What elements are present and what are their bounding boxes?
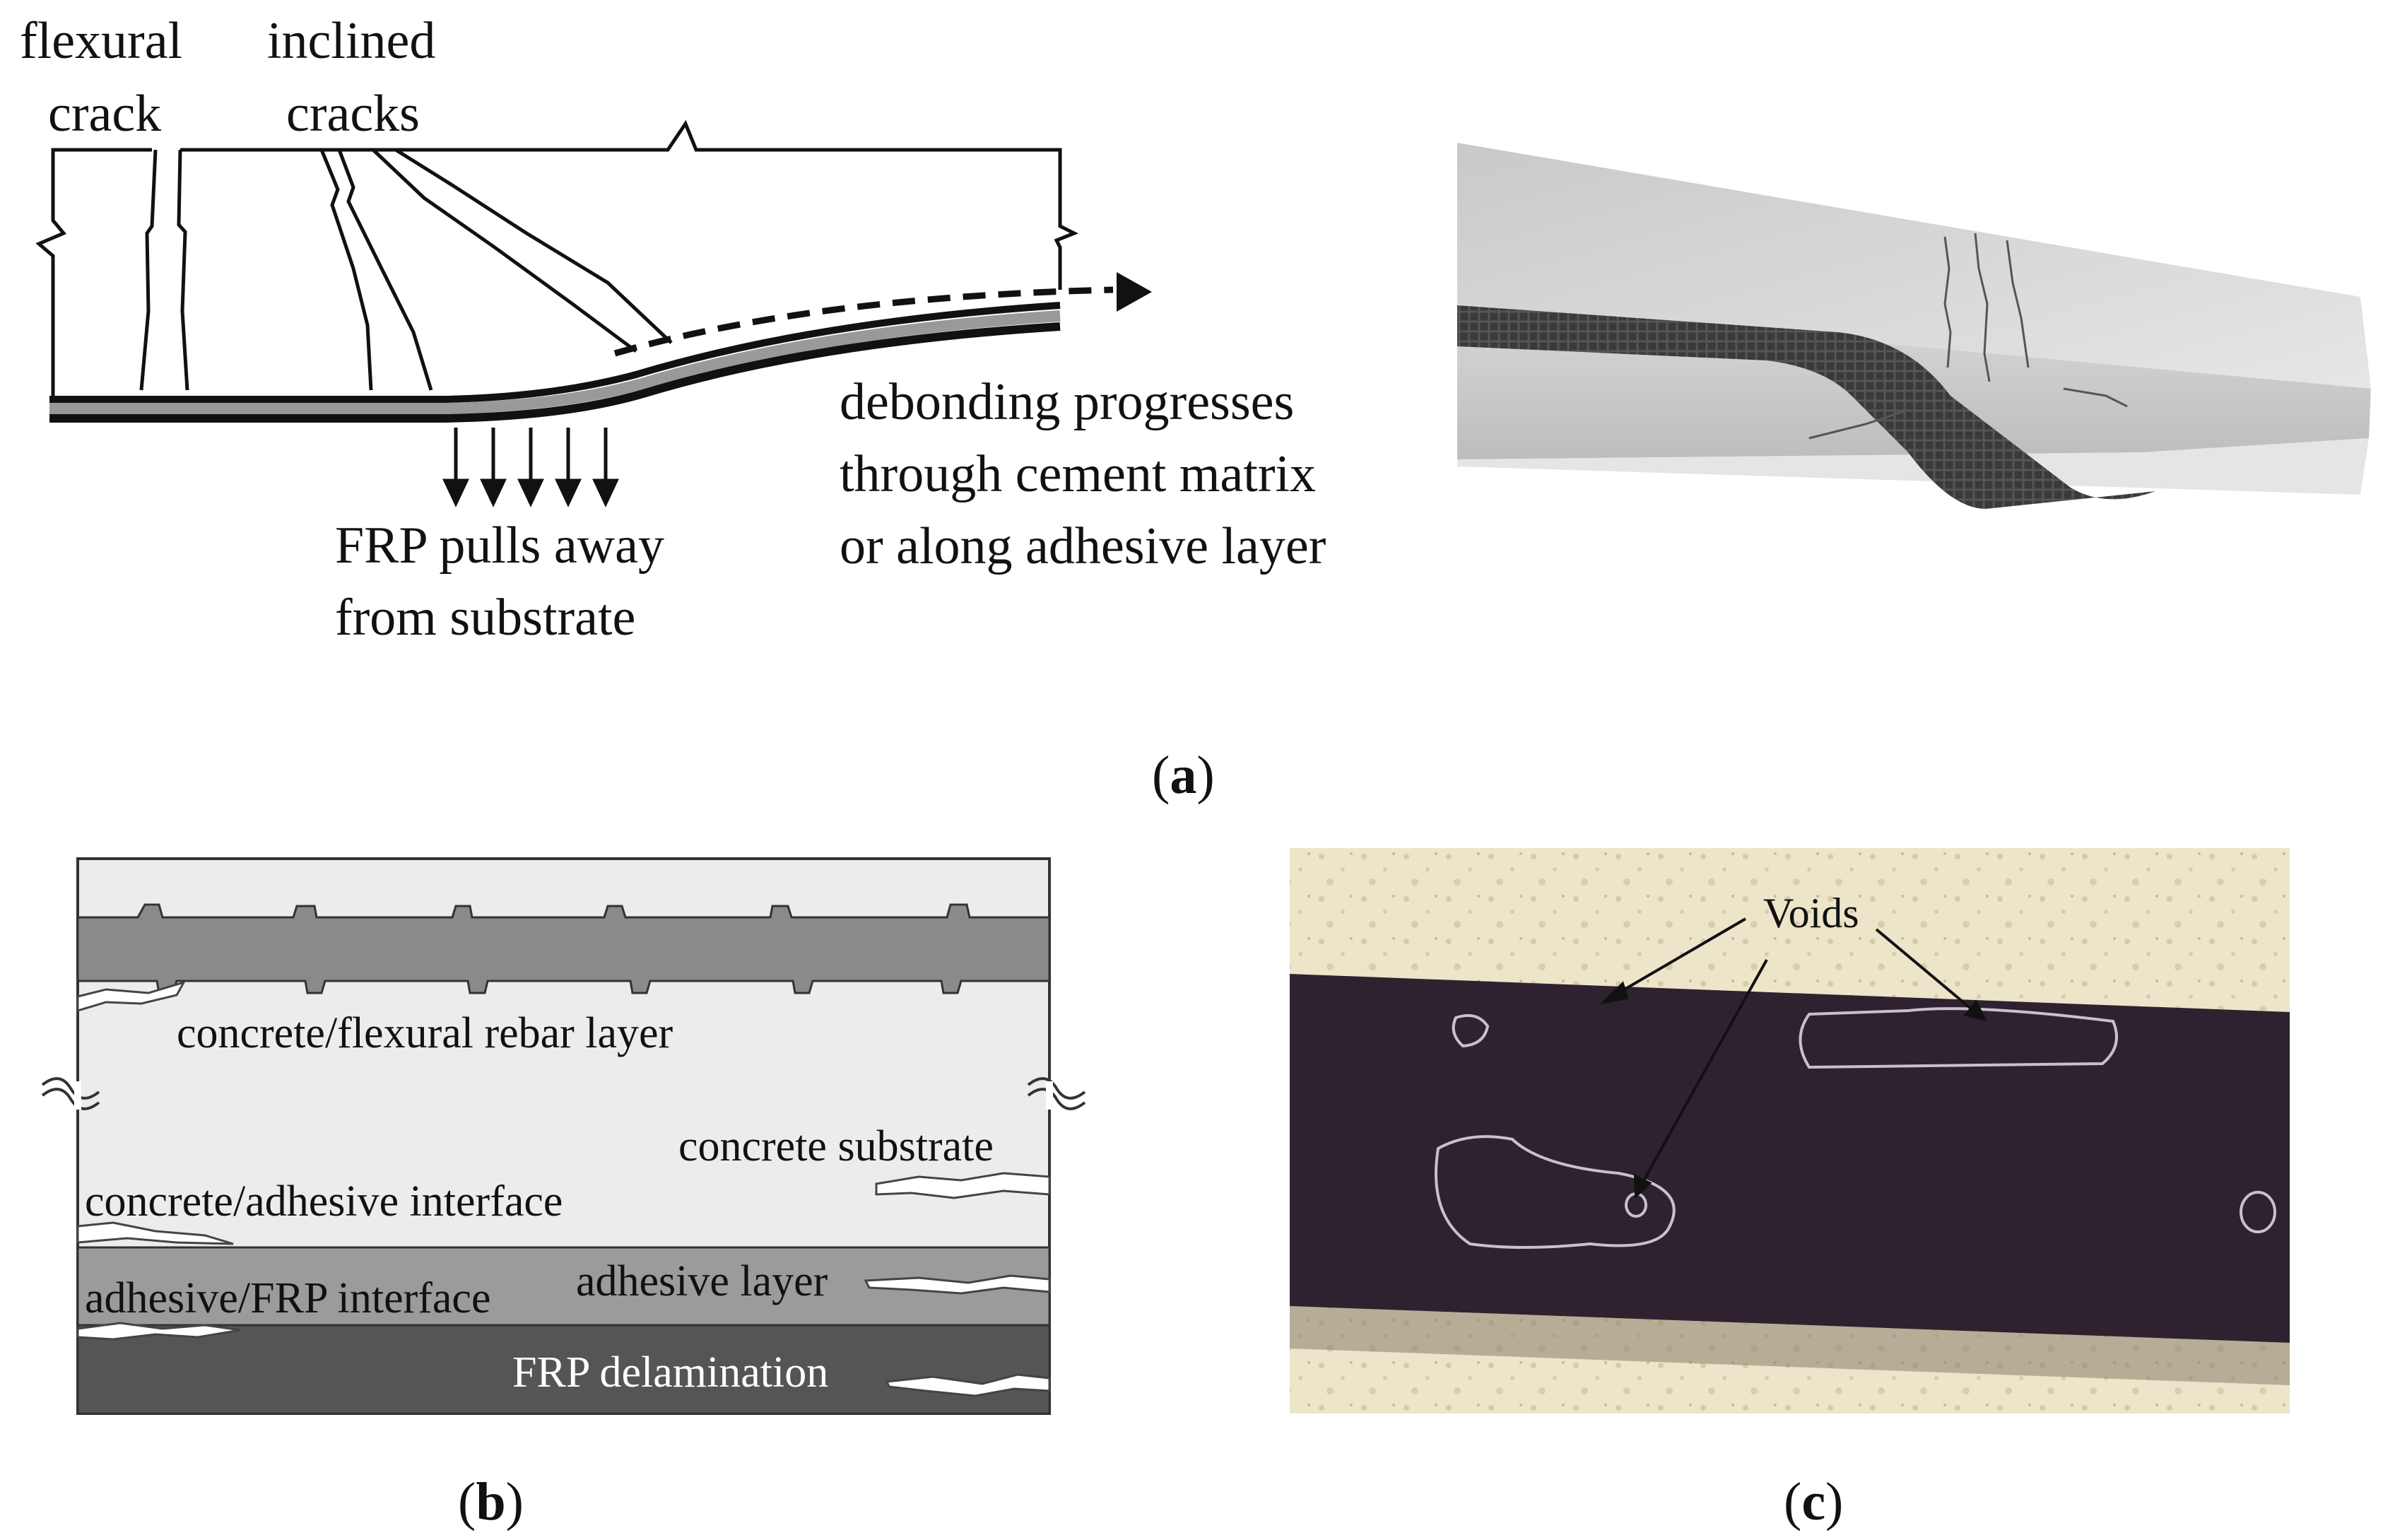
label-inclined-line2: cracks xyxy=(286,85,420,143)
void-spots xyxy=(1435,1007,2276,1249)
caption-c-letter: c xyxy=(1801,1472,1825,1532)
frp-sheet-debonded xyxy=(1457,305,2155,509)
break-mask-right xyxy=(1046,1081,1053,1110)
caption-a: (a) xyxy=(1152,746,1215,805)
label-debond-line1: debonding progresses xyxy=(840,373,1294,431)
label-inclined-line1: inclined xyxy=(267,12,435,70)
label-flexural-line2: crack xyxy=(48,85,161,143)
label-substrate: concrete substrate xyxy=(678,1122,994,1170)
caption-b: (b) xyxy=(458,1472,524,1532)
caption-b-open: ( xyxy=(458,1472,476,1532)
caption-a-open: ( xyxy=(1152,746,1170,805)
label-voids: Voids xyxy=(1763,890,1859,936)
panel-b-diagram: concrete/flexural rebar layer concrete s… xyxy=(41,857,1086,1415)
label-pull-line1: FRP pulls away xyxy=(335,517,664,575)
label-flexural-line1: flexural xyxy=(20,12,182,70)
frp-plate xyxy=(49,302,1061,423)
label-pull-line2: from substrate xyxy=(335,589,635,647)
beam-top-face xyxy=(1457,143,2371,389)
substrate-crack xyxy=(875,1172,1051,1199)
label-debond-line3: or along adhesive layer xyxy=(840,517,1326,575)
caption-c: (c) xyxy=(1784,1472,1843,1532)
label-frp-delam: FRP delamination xyxy=(512,1348,828,1397)
break-marks xyxy=(41,1077,1086,1110)
caption-a-close: ) xyxy=(1196,746,1214,805)
frp-strip-shadow xyxy=(1290,1306,2290,1385)
frp-delam-crack xyxy=(885,1373,1051,1397)
panel-a-schematic: flexural crack inclined cracks debonding… xyxy=(20,12,1326,647)
label-rebar-layer: concrete/flexural rebar layer xyxy=(177,1009,673,1057)
debonding-arrow xyxy=(613,272,1152,357)
caption-b-close: ) xyxy=(506,1472,524,1532)
beam-outline xyxy=(35,119,1079,396)
label-adhesive-layer: adhesive layer xyxy=(576,1257,828,1305)
void-arrows xyxy=(1600,917,1987,1199)
frp-strip xyxy=(1290,974,2290,1343)
inclined-cracks xyxy=(319,148,673,391)
concrete-adhesive-crack xyxy=(76,1221,234,1245)
caption-a-letter: a xyxy=(1170,746,1196,805)
caption-b-letter: b xyxy=(476,1472,505,1532)
adhesive-frp-crack xyxy=(76,1322,241,1341)
beam-bottom-face xyxy=(1457,438,2369,495)
label-concrete-adhesive: concrete/adhesive interface xyxy=(85,1177,563,1225)
pull-away-arrows xyxy=(442,428,619,507)
caption-c-open: ( xyxy=(1784,1472,1801,1532)
rebar-bar xyxy=(76,903,1051,994)
adhesive-layer-crack xyxy=(864,1274,1051,1295)
caption-c-close: ) xyxy=(1825,1472,1843,1532)
rebar-debond-crack xyxy=(76,980,187,1013)
break-mask-left xyxy=(74,1081,81,1110)
label-adhesive-frp: adhesive/FRP interface xyxy=(85,1274,490,1322)
label-debond-line2: through cement matrix xyxy=(840,445,1316,503)
frp-layer xyxy=(76,1324,1051,1415)
beam-cracks xyxy=(1808,233,2128,440)
flexural-crack xyxy=(139,149,189,391)
panel-a-beam-image xyxy=(1457,143,2371,509)
panel-c-photo: Voids xyxy=(1290,848,2290,1413)
